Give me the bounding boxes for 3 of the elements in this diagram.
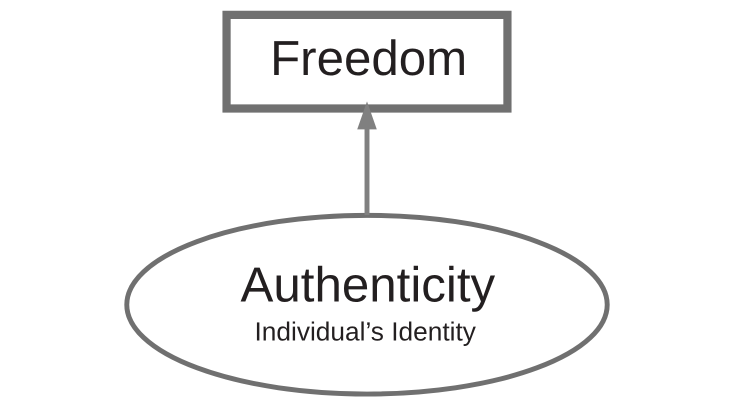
arrow — [356, 101, 376, 216]
node-ellipse: Authenticity Individual’s Identity — [124, 212, 610, 396]
node-box: Freedom — [222, 10, 512, 113]
